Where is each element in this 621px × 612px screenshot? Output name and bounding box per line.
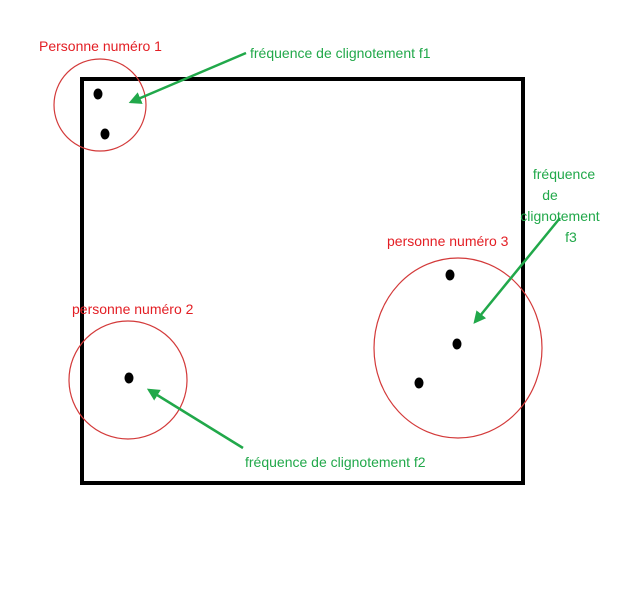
- person-3-label: personne numéro 3: [387, 233, 509, 249]
- frequency-f1-label: fréquence de clignotement f1: [250, 45, 431, 61]
- frequency-f3-line-1: fréquence: [532, 166, 596, 182]
- frequency-f3-line-2: de: [542, 187, 558, 203]
- arrow-f1: [128, 51, 247, 104]
- frequency-f3-label: fréquence de clignotement f3: [510, 164, 610, 248]
- person-3-circle: [373, 257, 543, 439]
- person-3-point-b: [452, 338, 462, 350]
- person-1-circle: [53, 58, 147, 152]
- frequency-f3-line-3: clignotement: [520, 208, 600, 224]
- scene-frame: [80, 77, 525, 485]
- person-2-circle: [68, 320, 188, 440]
- frequency-f3-line-4: f3: [565, 229, 577, 245]
- arrow-f2: [146, 388, 244, 450]
- person-2-point: [124, 372, 134, 384]
- arrow-f3: [473, 217, 561, 324]
- person-3-point-a: [445, 269, 455, 281]
- frequency-f2-label: fréquence de clignotement f2: [245, 454, 426, 470]
- person-3-point-c: [414, 377, 424, 389]
- person-2-label: personne numéro 2: [72, 301, 194, 317]
- person-1-point-b: [100, 128, 110, 140]
- person-1-label: Personne numéro 1: [39, 38, 162, 54]
- person-1-point-a: [93, 88, 103, 100]
